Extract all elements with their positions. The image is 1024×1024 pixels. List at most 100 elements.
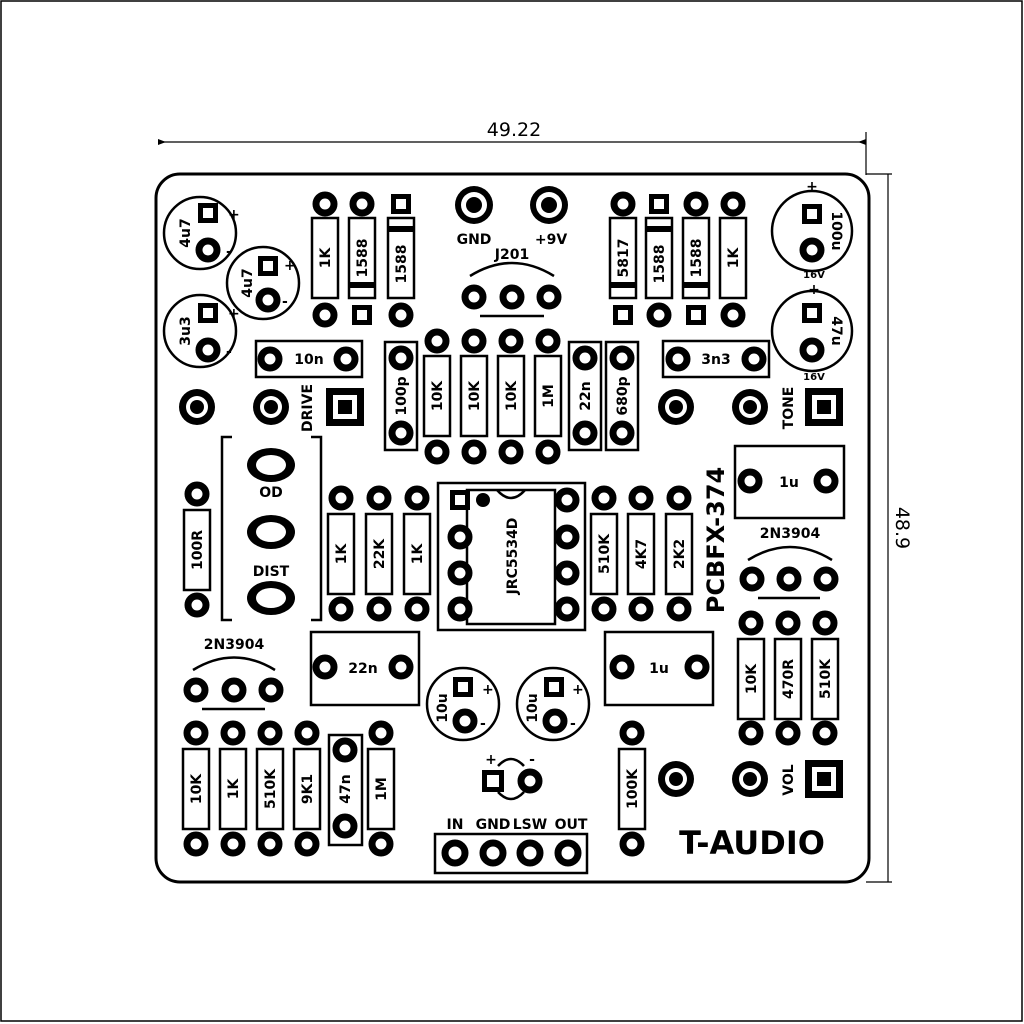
svg-text:1588: 1588	[394, 245, 410, 284]
resistor-10k-right: 10K	[736, 610, 766, 746]
capacitor-10n: 10n	[254, 339, 364, 379]
svg-text:1u: 1u	[779, 475, 799, 491]
v9-pad: +9V	[530, 186, 568, 248]
svg-text:10K: 10K	[504, 380, 520, 411]
resistor-10k-a: 10K	[422, 328, 452, 465]
svg-text:1K: 1K	[226, 778, 242, 800]
svg-text:VOL: VOL	[781, 764, 797, 795]
svg-text:LSW: LSW	[513, 817, 547, 833]
svg-text:IN: IN	[447, 817, 464, 833]
svg-text:47n: 47n	[338, 774, 354, 803]
svg-text:10u: 10u	[525, 693, 541, 722]
diode-1588-d: 1588	[681, 191, 711, 325]
board-name: PCBFX-374	[702, 467, 730, 614]
svg-text:1K: 1K	[318, 247, 334, 269]
svg-text:9K1: 9K1	[300, 774, 316, 804]
svg-text:4K7: 4K7	[634, 539, 650, 569]
svg-text:+: +	[482, 682, 494, 698]
svg-text:+: +	[808, 282, 820, 298]
svg-text:1588: 1588	[689, 239, 705, 278]
board-outline	[154, 172, 871, 884]
svg-text:+: +	[228, 306, 240, 322]
electrolytic-4u7-b: 4u7 + -	[225, 245, 301, 321]
transistor-2n3904-right: 2N3904	[739, 526, 839, 600]
io-connector: IN GND LSW OUT	[433, 817, 589, 875]
svg-text:DIST: DIST	[253, 564, 290, 580]
width-value: 49.22	[487, 119, 541, 141]
svg-text:DRIVE: DRIVE	[300, 384, 316, 432]
tone-pot: TONE	[658, 387, 843, 430]
svg-text:-: -	[480, 716, 486, 732]
svg-text:16V: 16V	[803, 372, 825, 383]
transistor-2n3904-left: 2N3904	[183, 637, 284, 711]
svg-text:100K: 100K	[625, 768, 641, 809]
svg-text:470R: 470R	[781, 659, 797, 699]
capacitor-47n: 47n	[327, 733, 364, 847]
resistor-510k-right: 510K	[810, 610, 840, 746]
svg-text:+: +	[485, 752, 497, 768]
svg-text:1588: 1588	[355, 239, 371, 278]
svg-text:+: +	[228, 207, 240, 223]
resistor-100k: 100K	[617, 720, 647, 857]
drive-pot: DRIVE	[179, 384, 364, 432]
capacitor-3n3: 3n3	[661, 339, 771, 379]
svg-text:GND: GND	[457, 232, 492, 248]
svg-text:1K: 1K	[726, 247, 742, 269]
resistor-1k-b: 1K	[402, 485, 432, 622]
svg-text:16V: 16V	[803, 270, 825, 281]
height-dimension: 48.9	[866, 173, 913, 883]
svg-text:3n3: 3n3	[701, 352, 730, 368]
svg-text:2N3904: 2N3904	[204, 637, 265, 653]
svg-text:100p: 100p	[394, 376, 410, 415]
svg-text:1588: 1588	[652, 245, 668, 284]
svg-text:100R: 100R	[190, 530, 206, 570]
capacitor-1u-b: 1u	[603, 630, 715, 707]
svg-text:47u: 47u	[828, 316, 844, 345]
svg-text:5817: 5817	[616, 239, 632, 278]
svg-text:2K2: 2K2	[672, 539, 688, 569]
svg-text:-: -	[282, 294, 288, 310]
svg-text:OUT: OUT	[555, 817, 588, 833]
resistor-10k-c: 10K	[496, 328, 526, 465]
resistor-470r: 470R	[773, 610, 803, 746]
svg-text:1K: 1K	[410, 543, 426, 565]
resistor-1k-bottom: 1K	[218, 720, 248, 857]
svg-text:GND: GND	[476, 817, 511, 833]
electrolytic-10u-b: 10u + -	[515, 666, 591, 742]
resistor-1k-top-left: 1K	[310, 191, 340, 328]
ic-jrc5534d: JRC5534D	[436, 481, 587, 632]
brand-label: T-AUDIO	[679, 824, 825, 862]
electrolytic-10u-a: 10u + -	[425, 666, 501, 742]
resistor-100r: 100R	[182, 481, 212, 618]
resistor-9k1: 9K1	[292, 720, 322, 857]
electrolytic-47u: 47u + 16V	[770, 282, 854, 383]
led-indicator: + -	[482, 752, 543, 801]
svg-text:1K: 1K	[334, 543, 350, 565]
svg-text:22n: 22n	[578, 381, 594, 410]
svg-text:100u: 100u	[828, 211, 844, 250]
svg-text:+9V: +9V	[535, 232, 567, 248]
svg-text:22n: 22n	[348, 661, 377, 677]
svg-text:1M: 1M	[541, 384, 557, 408]
transistor-j201: J201	[461, 247, 562, 318]
svg-text:TONE: TONE	[781, 387, 797, 430]
diode-1588-a: 1588	[347, 191, 377, 325]
svg-text:10K: 10K	[744, 663, 760, 694]
resistor-1k-top-right: 1K	[718, 191, 748, 328]
capacitor-1u-a: 1u	[733, 444, 846, 520]
resistor-10k-b: 10K	[459, 328, 489, 465]
svg-text:+: +	[284, 258, 296, 274]
svg-text:680p: 680p	[615, 376, 631, 415]
svg-text:10n: 10n	[294, 352, 323, 368]
svg-text:10u: 10u	[435, 693, 451, 722]
svg-text:+: +	[806, 179, 818, 195]
capacitor-680p: 680p	[604, 340, 640, 452]
svg-text:-: -	[226, 344, 232, 360]
width-dimension: 49.22	[158, 119, 867, 175]
electrolytic-3u3: 3u3 + -	[162, 293, 240, 369]
diode-5817: 5817	[608, 191, 638, 325]
svg-text:22K: 22K	[372, 538, 388, 569]
svg-text:-: -	[529, 752, 535, 768]
diode-1588-b: 1588	[386, 194, 416, 328]
